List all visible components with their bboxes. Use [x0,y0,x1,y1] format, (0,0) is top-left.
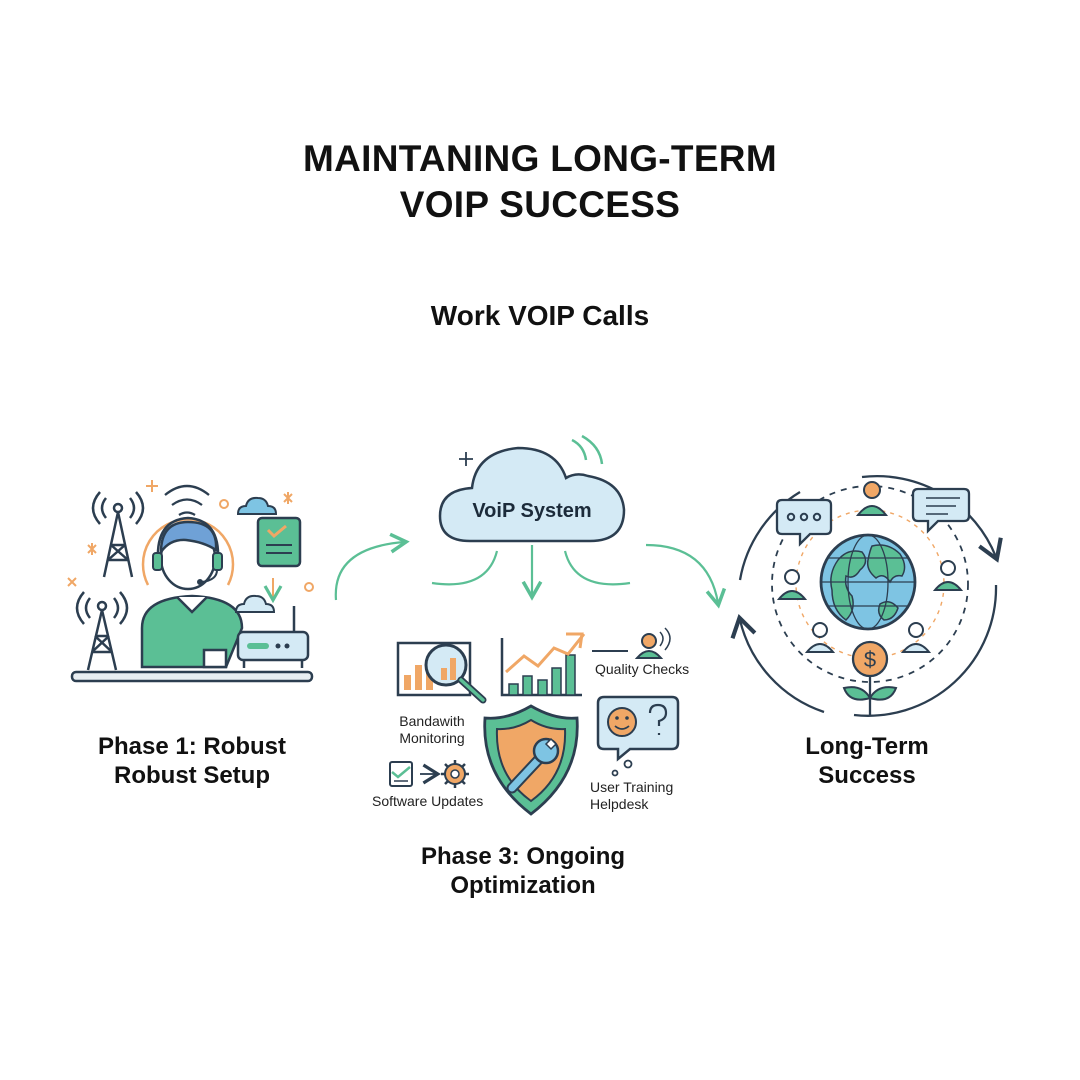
chat-bubble-icon [911,487,971,534]
user-training-label: User Training Helpdesk [590,779,673,813]
quality-checks-label: Quality Checks [595,661,690,677]
router-icon [236,606,310,668]
phase1-label: Phase 1: Robust Robust Setup [60,732,324,790]
phase3-line-1: Phase 3: Ongoing [420,843,626,870]
success-illustration: $ [730,475,1003,717]
gear-icon [441,760,469,788]
user-icon [804,622,836,653]
phase1-line-2: Robust Setup [114,762,270,789]
user-training-line-1: User Training [590,779,674,795]
voip-system-label: VoiP System [472,500,592,522]
software-updates-label: Software Updates [372,793,484,809]
checklist-icon [256,516,302,568]
cloud-icon [236,496,278,515]
voip-cloud-icon [438,434,626,543]
user-icon [776,569,808,600]
bandwidth-label: Bandawith Monitoring [392,713,472,747]
svg-text:$: $ [864,647,876,672]
user-training-line-2: Helpdesk [590,796,649,812]
title-line-2: VOIP SUCCESS [399,184,681,225]
cloud-icon [234,594,276,613]
helpdesk-chat-icon [596,695,680,777]
growth-chart-icon [500,632,586,697]
success-line-1: Long-Term [805,733,929,760]
user-icon [932,560,964,591]
bandwidth-line-1: Bandawith [399,713,465,729]
headset-agent-icon [140,516,244,669]
title-line-1: MAINTANING LONG-TERM [303,138,777,179]
phase3-illustration [389,627,680,816]
success-label: Long-Term Success [762,732,972,790]
phase1-line-1: Phase 1: Robust [97,733,287,760]
shield-wrench-icon [483,704,579,816]
phase3-label: Phase 3: Ongoing Optimization [392,842,654,900]
globe-icon [819,533,917,631]
page-title: MAINTANING LONG-TERM VOIP SUCCESS [0,136,1080,228]
user-icon [855,481,889,516]
dollar-plant-icon: $ [842,640,898,716]
phase1-illustration [67,480,314,683]
update-doc-icon [389,761,413,787]
sparkle-icon [67,480,293,587]
subtitle: Work VOIP Calls [430,300,650,331]
user-icon [634,627,671,659]
radio-tower-icon [91,491,145,578]
user-icon [900,622,932,653]
success-line-2: Success [818,762,916,789]
radio-tower-icon [75,591,129,671]
signal-icon [164,484,210,516]
bandwidth-line-2: Monitoring [399,730,465,746]
magnifier-chart-icon [396,641,487,704]
phase3-line-2: Optimization [450,872,596,899]
chat-bubble-icon [775,498,833,547]
